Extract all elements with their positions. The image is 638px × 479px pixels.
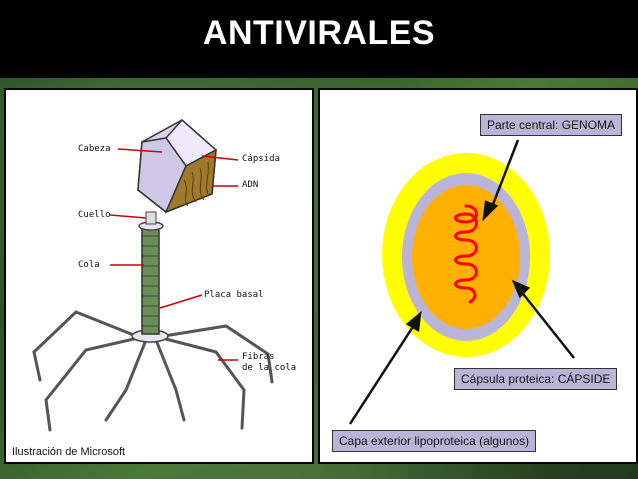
pointer-lines	[109, 148, 239, 361]
label-fibras-line1: Fibras	[242, 352, 275, 362]
title-bar: ANTIVIRALES	[0, 0, 638, 78]
label-capsida: Cápsida	[242, 154, 280, 164]
virus-structure-diagram	[348, 139, 575, 425]
genoma-label-box: Parte central: GENOMA	[480, 114, 623, 136]
bacteriophage-panel: Cabeza Cápsida ADN Cuello Cola Placa bas…	[4, 88, 314, 464]
capa-label-box: Capa exterior lipoproteica (algunos)	[332, 430, 537, 452]
neck	[145, 211, 157, 225]
bacteriophage-illustration	[32, 118, 274, 432]
label-cola: Cola	[78, 260, 100, 270]
tail-sheath	[141, 225, 160, 335]
label-adn: ADN	[242, 180, 259, 190]
dna-strands	[183, 161, 209, 207]
pointer-arrows	[348, 139, 575, 425]
phage-head	[137, 118, 218, 214]
capside-label-box: Cápsula proteica: CÁPSIDE	[454, 368, 618, 390]
label-cabeza: Cabeza	[78, 144, 111, 154]
label-fibras-line2: de la cola	[242, 363, 297, 373]
label-placa-basal: Placa basal	[204, 290, 264, 300]
label-cuello: Cuello	[78, 210, 111, 220]
illustration-caption: Ilustración de Microsoft	[12, 446, 126, 458]
virus-structure-panel: Parte central: GENOMA Cápsula proteica: …	[318, 88, 638, 464]
tail-rings	[142, 235, 159, 327]
genome-coil	[454, 204, 478, 304]
tail-fibers	[32, 310, 274, 432]
page-title: ANTIVIRALES	[202, 14, 436, 52]
